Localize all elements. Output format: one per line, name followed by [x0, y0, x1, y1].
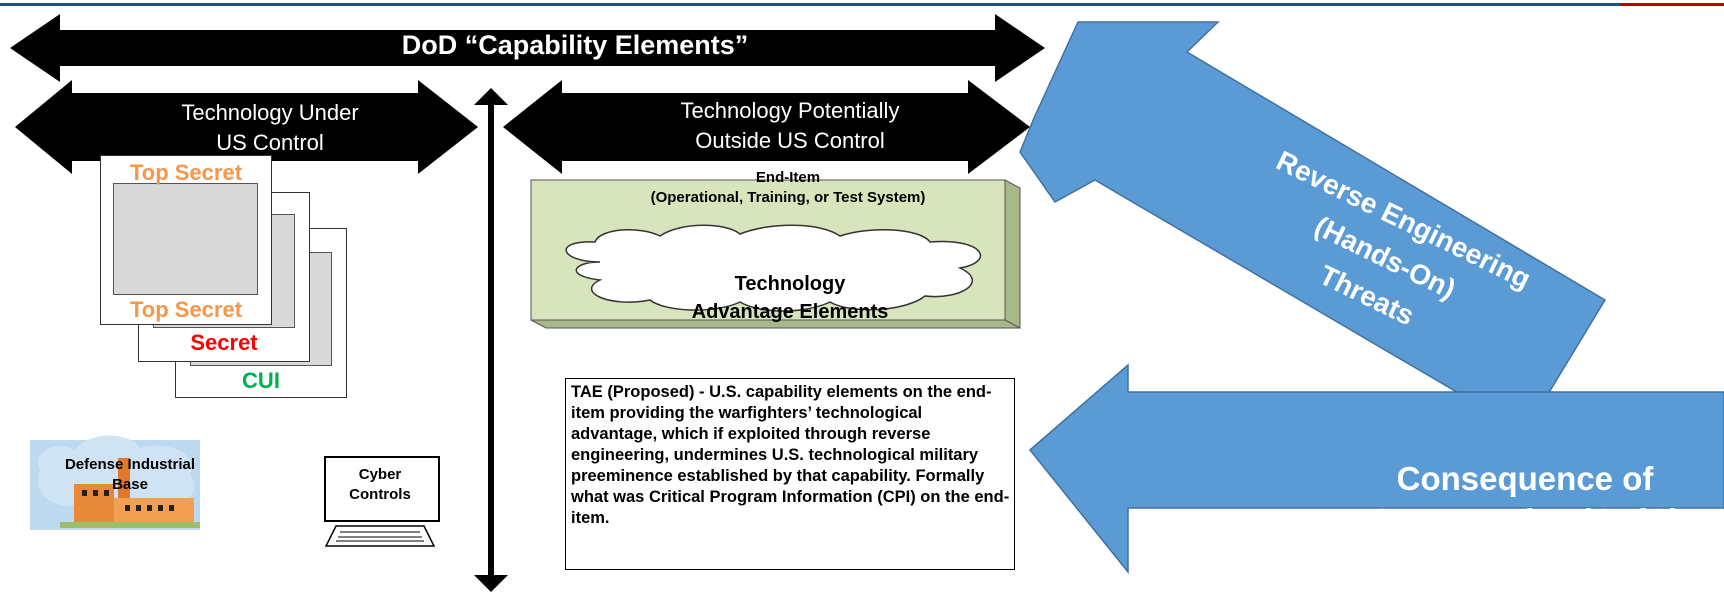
consequence-arrow	[1028, 363, 1724, 575]
top-rule	[0, 3, 1724, 6]
divider-arrow-top	[474, 88, 508, 105]
technology-advantage-label: Technology Advantage Elements	[690, 270, 890, 326]
factory-illustration	[30, 435, 200, 530]
top-rule-accent	[1620, 3, 1724, 6]
capability-elements-title: DoD “Capability Elements”	[401, 30, 749, 60]
top-secret-label-lower: Top Secret	[129, 297, 243, 322]
capability-elements-arrow	[10, 14, 1045, 82]
tae-definition-text: TAE (Proposed) - U.S. capability element…	[571, 383, 1010, 527]
end-item-title: End-Item (Operational, Training, or Test…	[578, 168, 998, 208]
keyboard-keys	[336, 531, 424, 542]
end-item-line2: (Operational, Training, or Test System)	[650, 189, 926, 206]
cui-label: CUI	[242, 368, 280, 393]
outside-control-arrow	[503, 80, 1030, 174]
window	[147, 505, 152, 511]
cyber-line1: Cyber	[358, 466, 402, 483]
under-control-line2: US Control	[216, 130, 324, 155]
under-control-line1: Technology Under	[181, 100, 359, 125]
cofc-line1: Consequence of	[1396, 460, 1654, 497]
defense-industrial-base-label: Defense Industrial Base	[40, 455, 220, 495]
outside-control-label: Technology Potentially Outside US Contro…	[560, 96, 1020, 156]
outside-control-line2: Outside US Control	[695, 128, 885, 153]
under-control-label: Technology Under US Control	[60, 98, 480, 158]
secret-label: Secret	[190, 330, 258, 355]
top-secret-page-content	[113, 183, 258, 295]
cyber-controls-monitor	[324, 456, 440, 522]
dib-line1: Defense Industrial	[64, 456, 196, 473]
cloud-line1: Technology	[734, 273, 846, 295]
technology-advantage-cloud	[565, 224, 982, 312]
ground	[60, 522, 200, 528]
window	[169, 505, 174, 511]
end-item-line1: End-Item	[755, 169, 821, 186]
window	[158, 505, 163, 511]
window	[136, 505, 141, 511]
tae-definition-box	[565, 378, 1015, 570]
cloud-line2: Advantage Elements	[691, 301, 889, 323]
cyber-line2: Controls	[349, 486, 411, 503]
cyber-controls-label: Cyber Controls	[328, 465, 432, 505]
window	[125, 505, 130, 511]
smokestack	[118, 458, 130, 508]
end-item-box-side	[1004, 179, 1021, 329]
reverse-engineering-arrow	[1019, 21, 1607, 434]
divider-arrow-bottom	[474, 575, 508, 592]
window	[82, 490, 87, 496]
top-secret-label-upper: Top Secret	[129, 160, 243, 185]
window	[104, 490, 109, 496]
window	[93, 490, 98, 496]
dib-line2: Base	[112, 476, 148, 493]
keyboard-icon	[324, 525, 436, 547]
cofc-line2: Compromise (CofC)	[1369, 502, 1681, 539]
consequence-of-compromise-label: Consequence of Compromise (CofC)	[1325, 458, 1724, 542]
under-control-arrow	[15, 80, 478, 174]
outside-control-line1: Technology Potentially	[680, 98, 900, 123]
